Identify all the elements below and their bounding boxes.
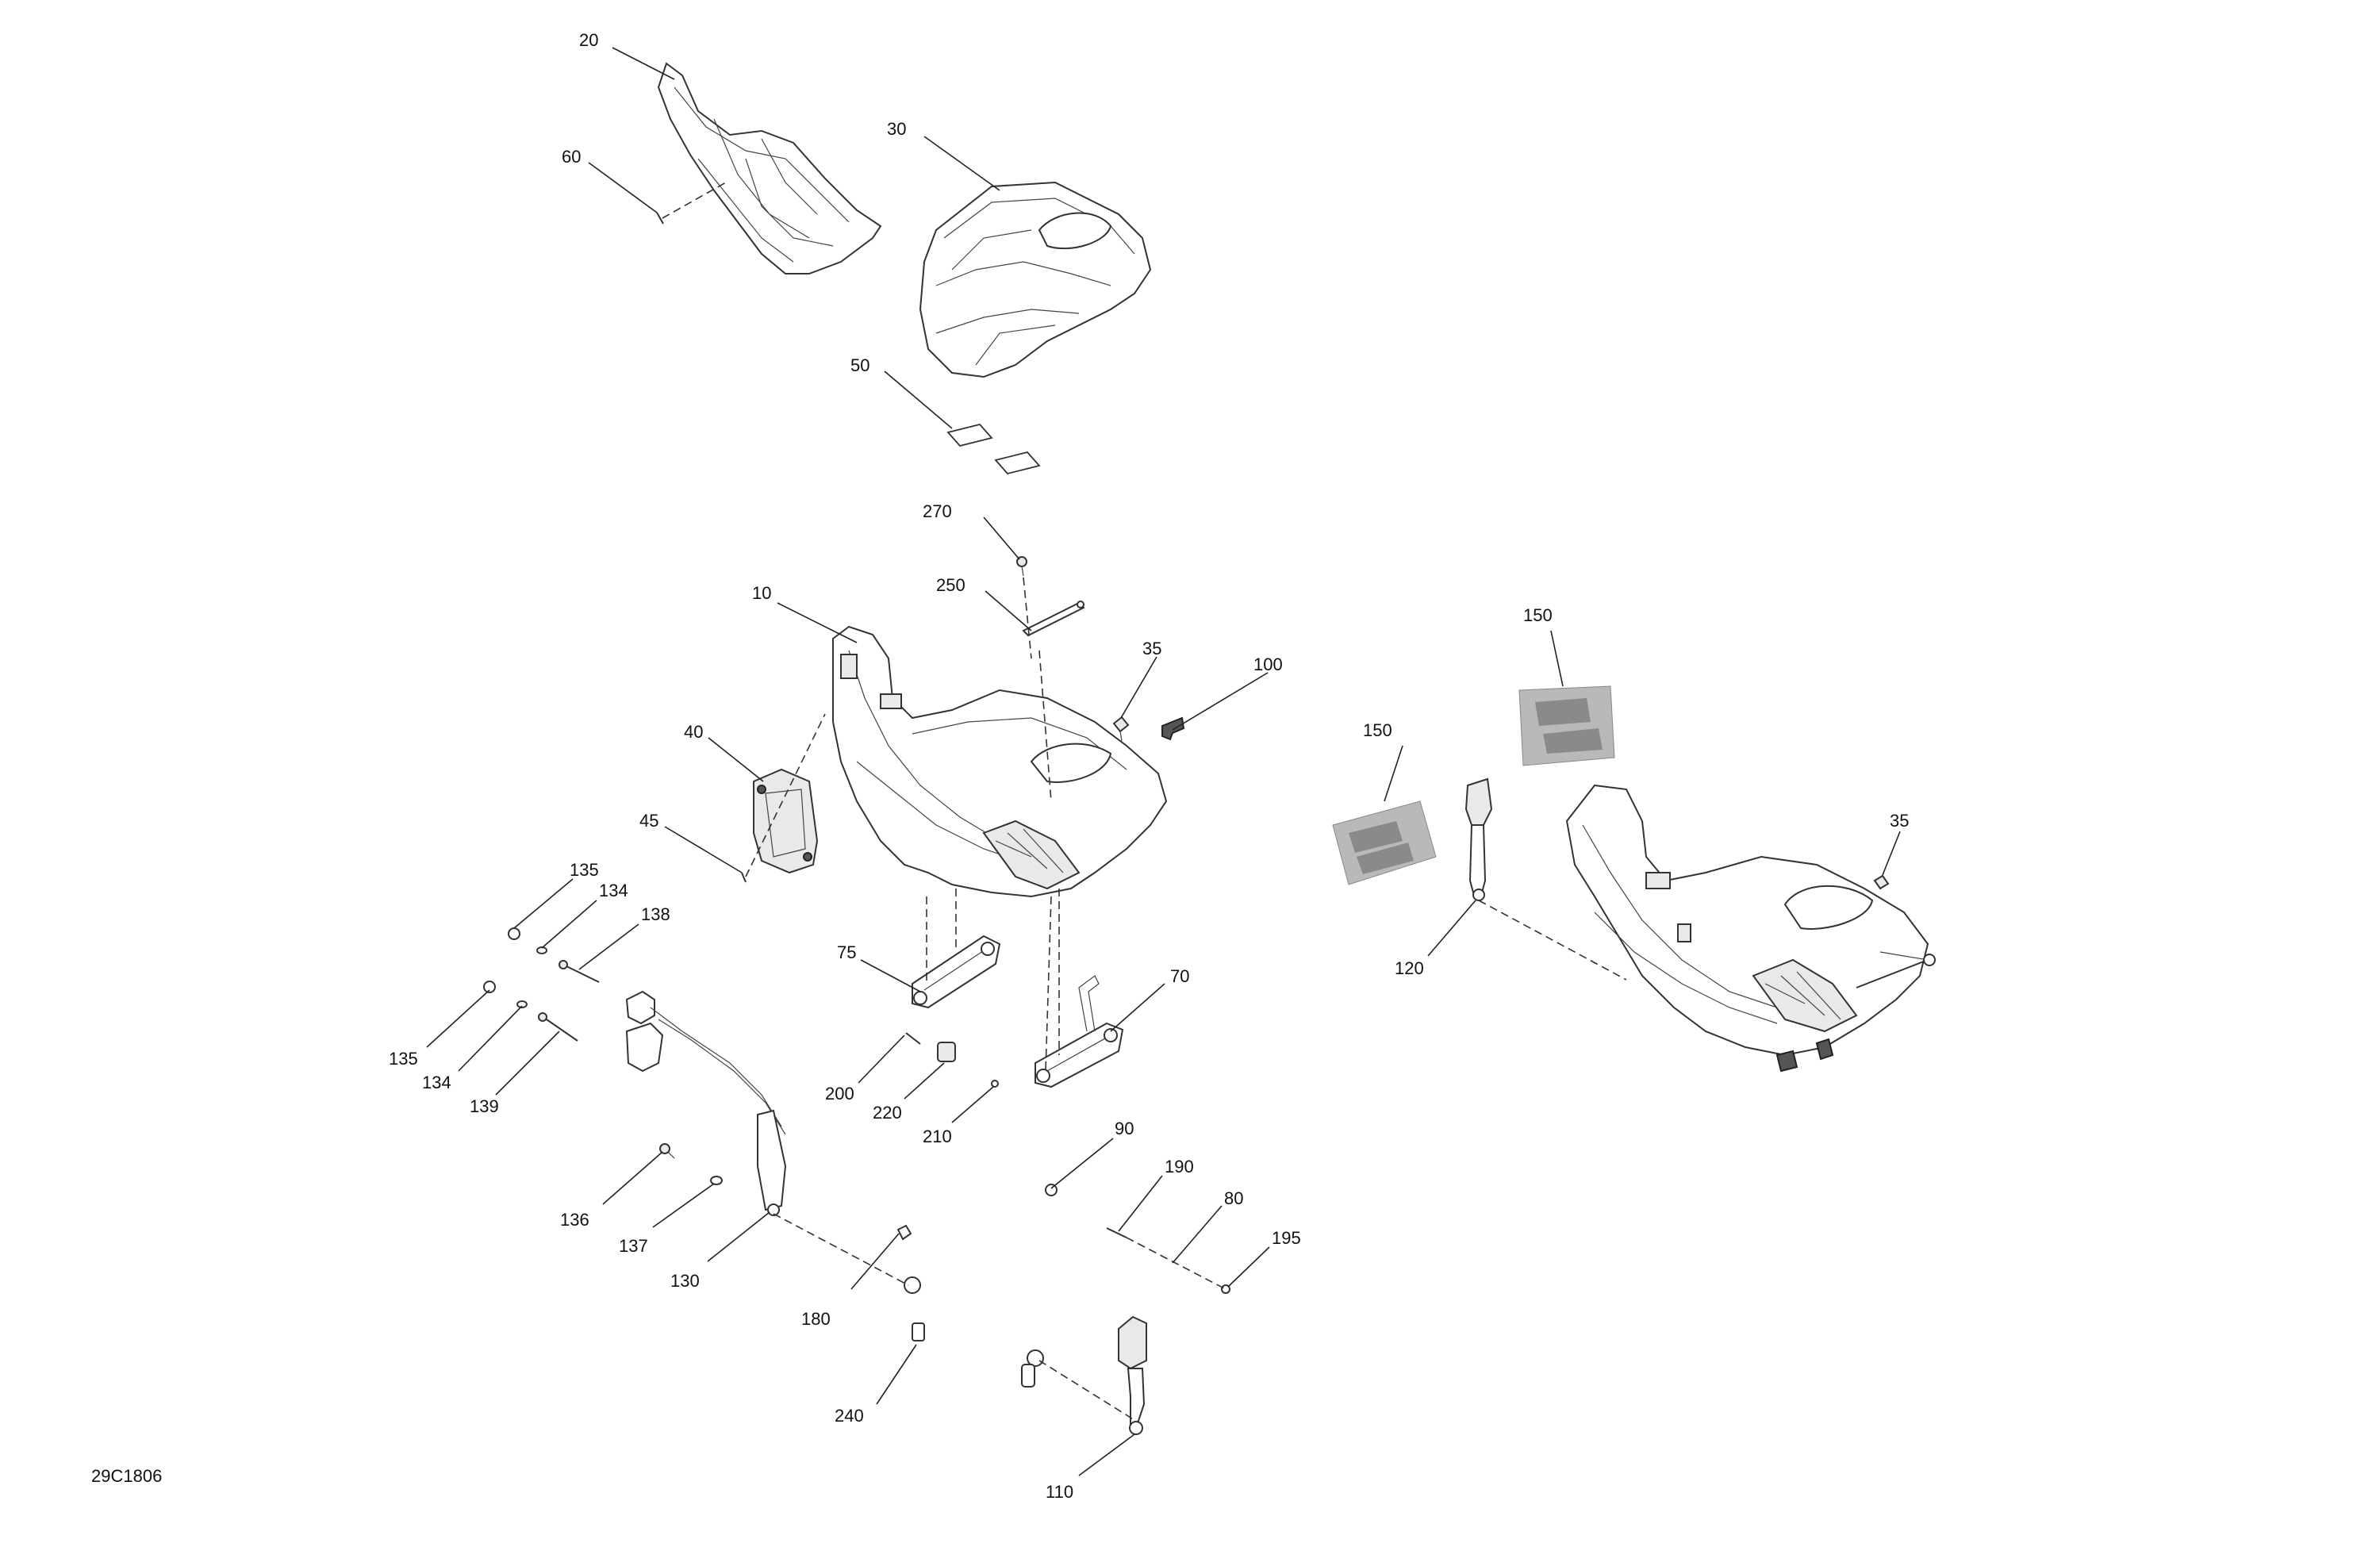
callout-200: 200 xyxy=(825,1084,854,1104)
washer-part-134-lower xyxy=(516,1000,528,1008)
callout-20: 20 xyxy=(579,30,598,50)
assembly-lines xyxy=(662,182,1627,1421)
slider-rail-part-70 xyxy=(1035,975,1124,1088)
washer-part-137 xyxy=(710,1176,723,1185)
seat-belt-buckle-part-120 xyxy=(1464,777,1493,901)
slider-rail-part-75 xyxy=(912,935,1001,1009)
callout-leaders xyxy=(426,47,1901,1476)
callout-120: 120 xyxy=(1395,958,1424,978)
screw-part-45 xyxy=(741,872,747,883)
callout-80: 80 xyxy=(1224,1188,1243,1208)
callout-90: 90 xyxy=(1115,1119,1134,1138)
diagram-reference-code: 29C1806 xyxy=(91,1466,162,1486)
buckle-part-110 xyxy=(1118,1315,1147,1435)
callout-130: 130 xyxy=(670,1271,700,1291)
bolt-part-139 xyxy=(538,1012,578,1042)
bolt-part-138 xyxy=(559,960,600,983)
pin-part-200 xyxy=(905,1032,921,1045)
callout-134-lower: 134 xyxy=(422,1073,451,1092)
label-decals-part-50 xyxy=(946,423,1041,475)
callout-190: 190 xyxy=(1165,1157,1194,1176)
callout-40: 40 xyxy=(684,722,703,742)
washer-part-134-upper xyxy=(536,946,547,954)
callout-250: 250 xyxy=(936,575,965,595)
nut-part-195 xyxy=(1221,1284,1230,1294)
callout-75: 75 xyxy=(837,942,856,962)
bushing-part-220 xyxy=(937,1042,956,1062)
callout-195: 195 xyxy=(1272,1228,1301,1248)
callout-100: 100 xyxy=(1253,654,1283,674)
bolt-part-136 xyxy=(659,1143,675,1159)
callout-70: 70 xyxy=(1170,966,1189,986)
mesh-pad-part-150-left xyxy=(1332,800,1437,885)
callout-50: 50 xyxy=(850,355,869,375)
callout-150-right: 150 xyxy=(1523,605,1553,625)
callout-180: 180 xyxy=(801,1309,831,1329)
seat-cushion-part-30 xyxy=(919,181,1152,378)
callout-240: 240 xyxy=(835,1406,864,1426)
callout-136: 136 xyxy=(560,1210,589,1230)
callout-138: 138 xyxy=(641,904,670,924)
callout-220: 220 xyxy=(873,1103,902,1123)
callout-137: 137 xyxy=(619,1236,648,1256)
seat-belt-part-130 xyxy=(625,990,787,1216)
callout-210: 210 xyxy=(923,1127,952,1146)
seat-frame-part-10 xyxy=(832,625,1168,898)
callout-35-right: 35 xyxy=(1890,811,1909,831)
tube-part-90 xyxy=(904,1184,1058,1294)
callout-45: 45 xyxy=(639,811,658,831)
bracket-part-100 xyxy=(1161,716,1185,741)
fastener-part-270 xyxy=(1016,556,1027,577)
tube-part-80 xyxy=(1021,1258,1177,1388)
callout-10: 10 xyxy=(752,583,771,603)
screw-part-60 xyxy=(656,212,664,225)
callout-110: 110 xyxy=(1046,1482,1073,1502)
callout-60: 60 xyxy=(562,147,581,167)
pin-part-190 xyxy=(1106,1227,1127,1238)
nut-part-180 xyxy=(896,1224,912,1241)
callout-134-upper: 134 xyxy=(599,881,628,900)
callout-139: 139 xyxy=(470,1096,499,1116)
strap-part-250 xyxy=(1022,601,1085,637)
seat-cushion-part-20 xyxy=(657,62,882,274)
clip-part-210 xyxy=(991,1080,999,1088)
mesh-pad-part-150-right xyxy=(1518,685,1615,766)
nut-part-135-upper xyxy=(508,927,520,940)
callout-270: 270 xyxy=(923,501,952,521)
callout-35-left: 35 xyxy=(1142,639,1161,658)
clip-part-240 xyxy=(912,1322,925,1341)
back-plate-part-40 xyxy=(753,768,819,874)
callout-135-lower: 135 xyxy=(389,1049,418,1069)
nut-part-135-lower xyxy=(483,981,496,993)
callout-135-upper: 135 xyxy=(570,860,599,880)
assembled-seat xyxy=(1565,784,1936,1073)
callout-labels: 20 60 30 50 270 250 10 35 100 40 45 135 … xyxy=(389,30,1909,1502)
callout-150-left: 150 xyxy=(1363,720,1392,740)
clip-part-35-right xyxy=(1873,874,1890,890)
clip-part-35-left xyxy=(1112,716,1130,742)
callout-30: 30 xyxy=(887,119,906,139)
